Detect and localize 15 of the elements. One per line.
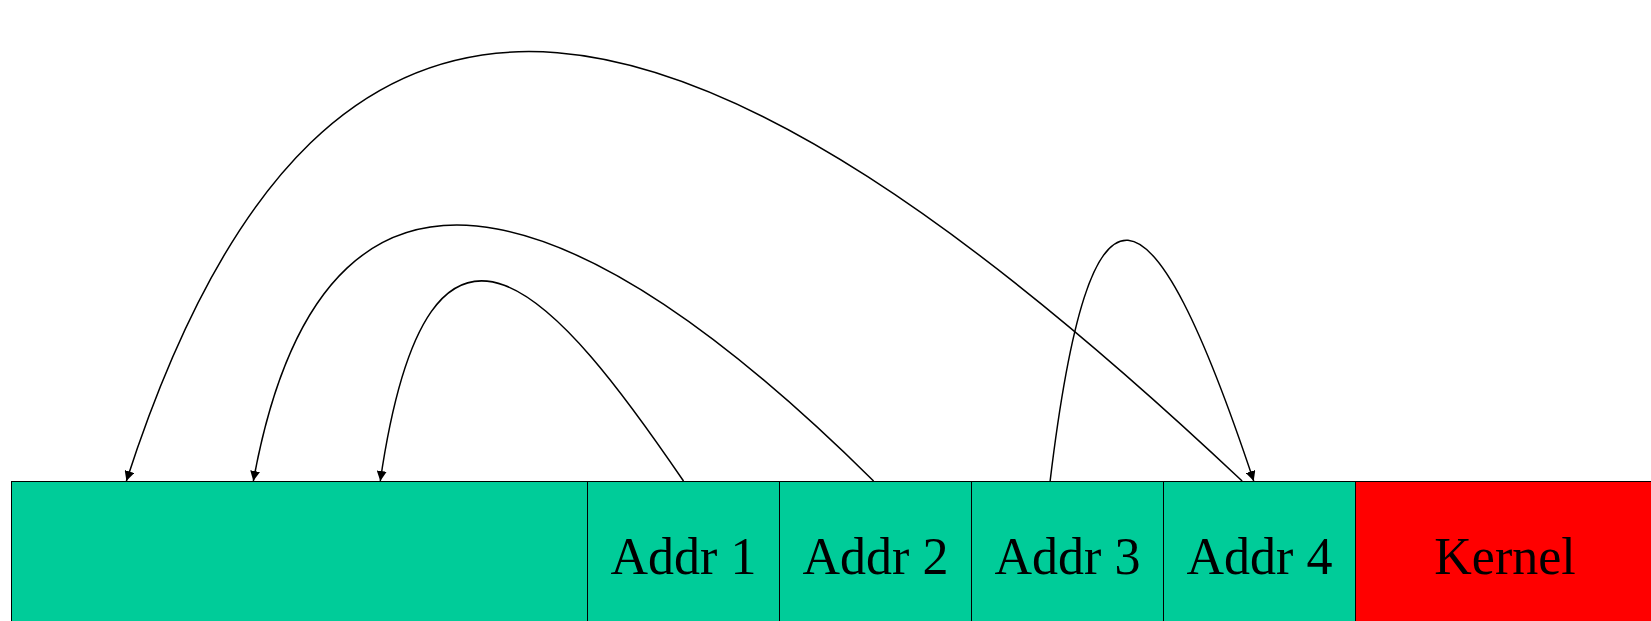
- cell-label: Addr 4: [1186, 526, 1333, 586]
- memory-block: [11, 481, 588, 621]
- arrow: [1049, 239, 1256, 482]
- memory-cell: [779, 481, 972, 621]
- arrow: [377, 280, 685, 482]
- cell-label: Kernel: [1434, 526, 1576, 586]
- cell-label: Addr 1: [610, 526, 757, 586]
- arrow: [125, 52, 1243, 482]
- memory-cell: [1163, 481, 1356, 621]
- arrow: [250, 224, 875, 482]
- memory-cell: [1355, 481, 1651, 621]
- memory-cell: [587, 481, 780, 621]
- cell-label: Addr 3: [994, 526, 1141, 586]
- memory-cell: [971, 481, 1164, 621]
- cell-label: Addr 2: [802, 526, 949, 586]
